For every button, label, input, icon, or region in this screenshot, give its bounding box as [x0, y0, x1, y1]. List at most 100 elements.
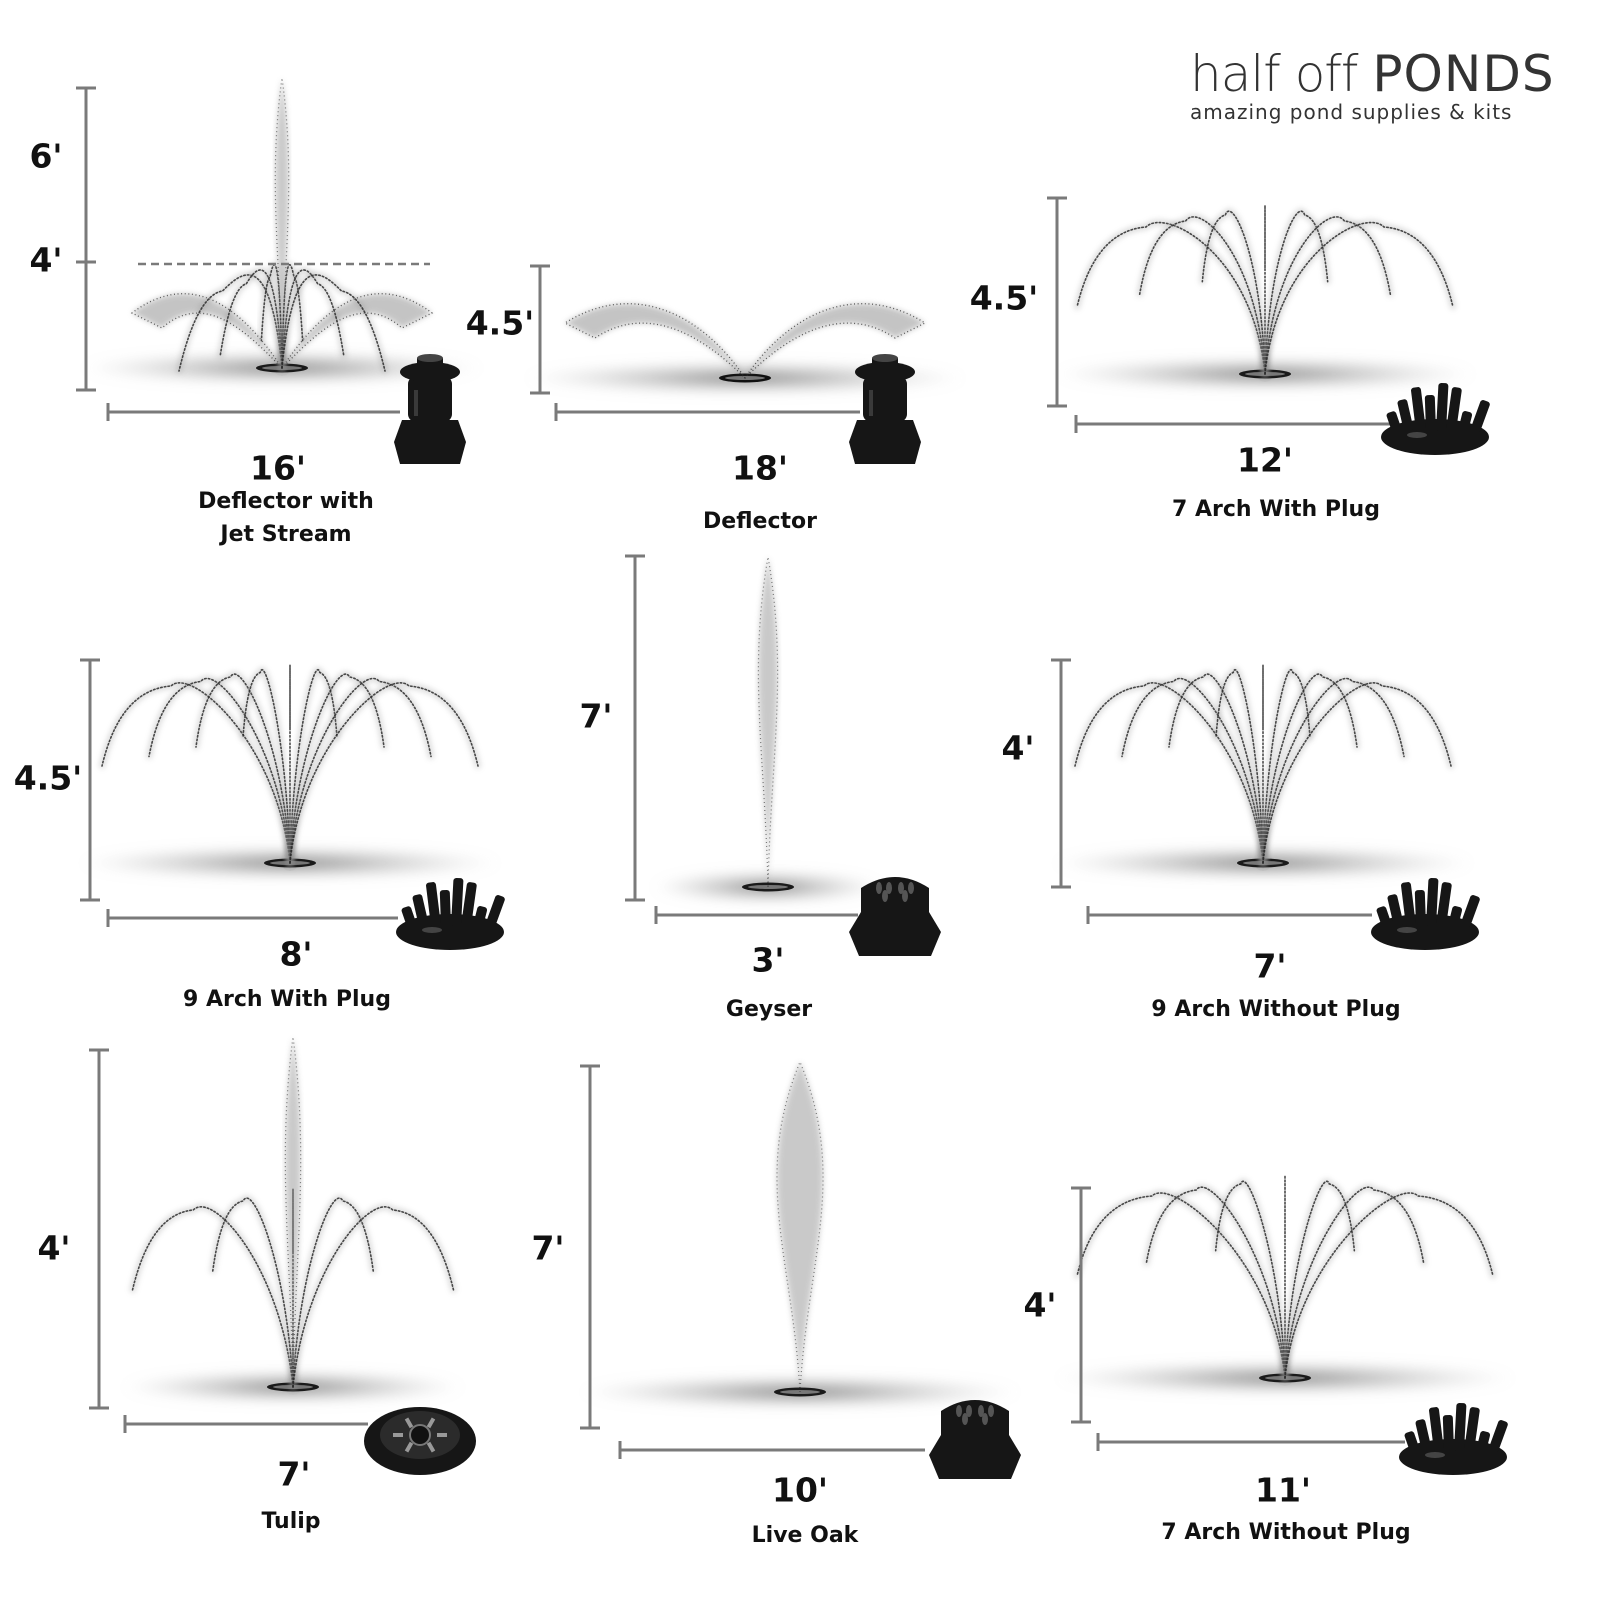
spray-arch: [131, 1206, 294, 1388]
deflector-nozzle-icon: [394, 354, 466, 464]
spray-arch: [289, 677, 432, 864]
nozzle-neck: [417, 358, 443, 372]
nozzle-tube: [486, 895, 505, 927]
spray-arch-mist: [210, 1195, 296, 1390]
spray-column: [757, 556, 779, 888]
spray-arch: [1262, 673, 1358, 864]
nozzle-tube: [1446, 387, 1462, 432]
nozzle-highlight: [869, 390, 873, 416]
spray-arch: [1284, 1192, 1494, 1379]
spray-arch: [281, 269, 345, 369]
nozzle-slot: [393, 1433, 403, 1437]
nozzle-tube: [1471, 400, 1490, 432]
spray-arch: [1121, 677, 1264, 864]
spray-arch: [1264, 216, 1392, 375]
spray-arch-mist: [99, 680, 293, 866]
nozzle-tube: [1411, 387, 1426, 432]
spray-arch: [1284, 1186, 1425, 1379]
spray-arch-mist: [1262, 220, 1456, 377]
nozzle-tube: [1489, 1420, 1508, 1452]
spray-arch: [1201, 210, 1266, 375]
nozzle-body: [863, 376, 907, 422]
nozzle-tube: [1476, 1431, 1491, 1452]
height-label: 7': [531, 1229, 564, 1268]
spray-arch: [1076, 1192, 1286, 1379]
nozzle-slot: [404, 1417, 414, 1429]
width-label: 11': [1255, 1471, 1311, 1510]
tulip-nozzle-icon: [364, 1407, 476, 1475]
spray-arch-mist: [1282, 1190, 1496, 1381]
spray-pattern: [123, 1036, 463, 1403]
spray-arch-mist: [1262, 208, 1331, 377]
width-label: 3': [751, 941, 784, 980]
spray-arch-mist: [290, 1195, 376, 1390]
nozzle-panel: 7'3'Geyser: [579, 554, 941, 1022]
nozzle-base: [929, 1435, 1021, 1479]
spray-arch: [1214, 1180, 1286, 1379]
nozzle-tube: [1458, 411, 1473, 432]
nozzle-tube: [1429, 1407, 1444, 1452]
spray-arch: [1262, 677, 1405, 864]
width-label: 7': [277, 1455, 310, 1494]
spray-arch: [1138, 216, 1266, 375]
nozzle-name-label: 9 Arch Without Plug: [1151, 997, 1400, 1022]
brand-logo: half off PONDS amazing pond supplies & k…: [1190, 46, 1570, 124]
geyser-nozzle-icon: [929, 1400, 1021, 1479]
spray-umbrella-mist: [132, 293, 432, 368]
nozzle-highlight: [1407, 432, 1427, 438]
spray-arch-mist: [1282, 1184, 1427, 1381]
nozzle-tube: [473, 906, 488, 927]
nozzle-vent: [898, 882, 904, 894]
nozzle-panel: 4'7'9 Arch Without Plug: [1001, 658, 1480, 1022]
spray-column-mist: [776, 1062, 824, 1392]
nozzle-vent: [908, 882, 914, 894]
nozzle-vent: [902, 890, 908, 902]
nozzle-tube: [451, 877, 464, 927]
nozzle-tube: [1401, 882, 1416, 927]
spray-pattern: [82, 77, 482, 384]
nozzle-slot: [437, 1433, 447, 1437]
nozzle-highlight: [1425, 1452, 1445, 1458]
nozzle-tube: [1442, 1414, 1454, 1452]
spray-arch: [1215, 669, 1264, 864]
nozzle-name-label: Tulip: [261, 1509, 320, 1534]
spray-pattern: [1053, 663, 1473, 879]
spray-arch-mist: [1199, 208, 1268, 377]
spray-pattern: [1055, 1173, 1515, 1394]
spray-arch: [211, 1197, 294, 1388]
nozzle-vent: [886, 882, 892, 894]
nozzle-tube: [401, 906, 416, 927]
nozzle-tube: [1464, 1407, 1480, 1452]
nozzle-highlight: [422, 927, 442, 933]
nozzle-name-label: Live Oak: [752, 1523, 860, 1548]
nozzle-name-label: 9 Arch With Plug: [183, 987, 391, 1012]
nozzle-tube: [1461, 895, 1480, 927]
width-label: 8': [279, 935, 312, 974]
nozzle-vent: [982, 1413, 988, 1425]
nozzle-tube: [1376, 906, 1391, 927]
height-label: 4.5': [466, 304, 535, 343]
spray-arch: [289, 669, 338, 864]
spray-arch: [1074, 682, 1264, 864]
nozzle-name-label: Deflector with: [198, 489, 374, 514]
nozzle-tube: [1386, 411, 1401, 432]
height-label: 4': [1001, 729, 1034, 768]
nozzle-base: [849, 420, 921, 464]
brand-wordmark: half off PONDS: [1190, 46, 1570, 102]
nozzle-vent: [876, 882, 882, 894]
nozzle-body: [408, 376, 452, 422]
arch-nozzle-icon: [1399, 1402, 1508, 1475]
spray-column-mist: [758, 557, 778, 887]
spray-arch: [1264, 221, 1454, 375]
spray-pattern: [1055, 202, 1475, 390]
width-label: 12': [1237, 441, 1293, 480]
nozzle-tube: [1436, 382, 1449, 432]
spray-arch: [1284, 1180, 1356, 1379]
height-label: 6': [29, 137, 62, 176]
spray-arch: [242, 669, 291, 864]
spray-arch: [219, 269, 283, 369]
spray-arch-mist: [1260, 680, 1454, 866]
nozzle-vent: [978, 1405, 984, 1417]
